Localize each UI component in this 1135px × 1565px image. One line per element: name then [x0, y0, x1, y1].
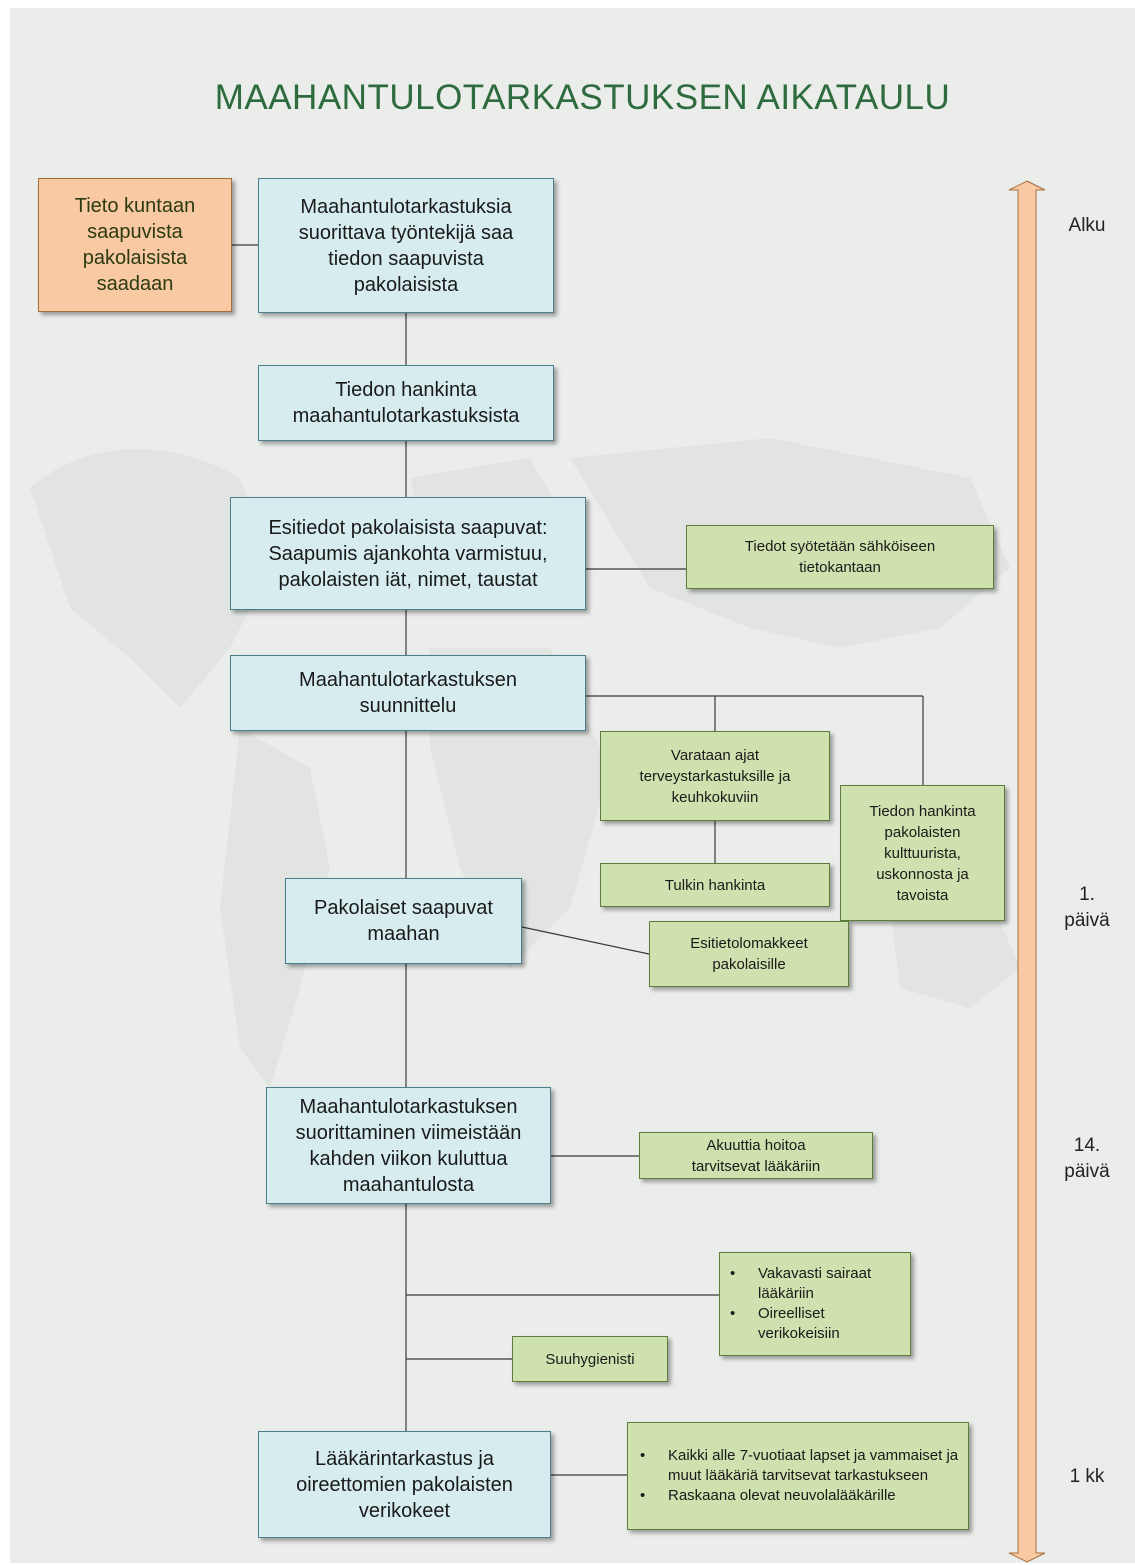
timeline-label-day14: 14. päivä	[1064, 1135, 1110, 1182]
connector-lines	[232, 180, 1046, 1563]
timeline-label-start: Alku	[1068, 215, 1106, 236]
task-text: Tulkin hankinta	[664, 876, 766, 894]
step-text: Tiedon hankinta maahantulotarkastuksista	[292, 379, 520, 427]
task-text: Tiedon hankinta pakolaisten kulttuurista…	[869, 802, 976, 904]
timeline-label-day1: 1. päivä	[1064, 884, 1110, 931]
municipality-info-box: Tieto kuntaan saapuvista pakolaisista sa…	[38, 178, 232, 312]
step-doctor-exam: Lääkärintarkastus ja oireettomien pakola…	[258, 1431, 551, 1538]
task-text: Suuhygienisti	[545, 1350, 635, 1368]
step-text: Esitiedot pakolaisista saapuvat: Saapumi…	[268, 516, 548, 591]
timeline-arrow	[1008, 180, 1046, 1563]
municipality-info-text: Tieto kuntaan saapuvista pakolaisista sa…	[74, 195, 196, 295]
step-text: Maahantulotarkastuksen suunnittelu	[299, 669, 517, 717]
step-refugees-arrive: Pakolaiset saapuvat maahan	[285, 878, 522, 964]
timeline-label-month: 1 kk	[1069, 1466, 1105, 1487]
sick-list: Vakavasti sairaat lääkäriin Oireelliset …	[720, 1264, 910, 1344]
task-sick-referrals: Vakavasti sairaat lääkäriin Oireelliset …	[719, 1252, 911, 1356]
list-item: Raskaana olevat neuvolalääkärille	[640, 1486, 962, 1506]
task-database-entry: Tiedot syötetään sähköiseen tietokantaan	[686, 525, 994, 589]
list-item: Vakavasti sairaat lääkäriin	[730, 1264, 910, 1304]
task-text: Esitietolomakkeet pakolaisille	[690, 935, 808, 973]
list-item: Oireelliset verikokeisiin	[730, 1304, 910, 1344]
step-text: Maahantulotarkastuksia suorittava työnte…	[298, 195, 514, 296]
diagram-page: MAAHANTULOTARKASTUKSEN AIKATAULU Tie	[10, 8, 1135, 1563]
step-planning: Maahantulotarkastuksen suunnittelu	[230, 655, 586, 731]
task-children-exam: Kaikki alle 7-vuotiaat lapset ja vammais…	[627, 1422, 969, 1530]
step-worker-informed: Maahantulotarkastuksia suorittava työnte…	[258, 178, 554, 313]
task-culture-info: Tiedon hankinta pakolaisten kulttuurista…	[840, 785, 1005, 921]
step-text: Maahantulotarkastuksen suorittaminen vii…	[295, 1095, 522, 1196]
connector	[521, 926, 650, 955]
step-examination: Maahantulotarkastuksen suorittaminen vii…	[266, 1087, 551, 1204]
children-list: Kaikki alle 7-vuotiaat lapset ja vammais…	[628, 1446, 968, 1506]
task-book-appointments: Varataan ajat terveystarkastuksille ja k…	[600, 731, 830, 821]
task-text: Akuuttia hoitoa tarvitsevat lääkäriin	[691, 1136, 821, 1175]
task-text: Tiedot syötetään sähköiseen tietokantaan	[744, 538, 936, 576]
task-acute-care: Akuuttia hoitoa tarvitsevat lääkäriin	[639, 1132, 873, 1179]
list-item: Kaikki alle 7-vuotiaat lapset ja vammais…	[640, 1446, 962, 1486]
step-info-gathering: Tiedon hankinta maahantulotarkastuksista	[258, 365, 554, 441]
task-text: Varataan ajat terveystarkastuksille ja k…	[639, 746, 791, 806]
diagram-title: MAAHANTULOTARKASTUKSEN AIKATAULU	[214, 78, 951, 117]
task-dental-hygienist: Suuhygienisti	[512, 1336, 668, 1382]
task-interpreter: Tulkin hankinta	[600, 863, 830, 907]
step-text: Pakolaiset saapuvat maahan	[313, 897, 493, 945]
step-text: Lääkärintarkastus ja oireettomien pakola…	[296, 1447, 513, 1522]
step-background-info: Esitiedot pakolaisista saapuvat: Saapumi…	[230, 497, 586, 610]
task-forms: Esitietolomakkeet pakolaisille	[649, 921, 849, 987]
